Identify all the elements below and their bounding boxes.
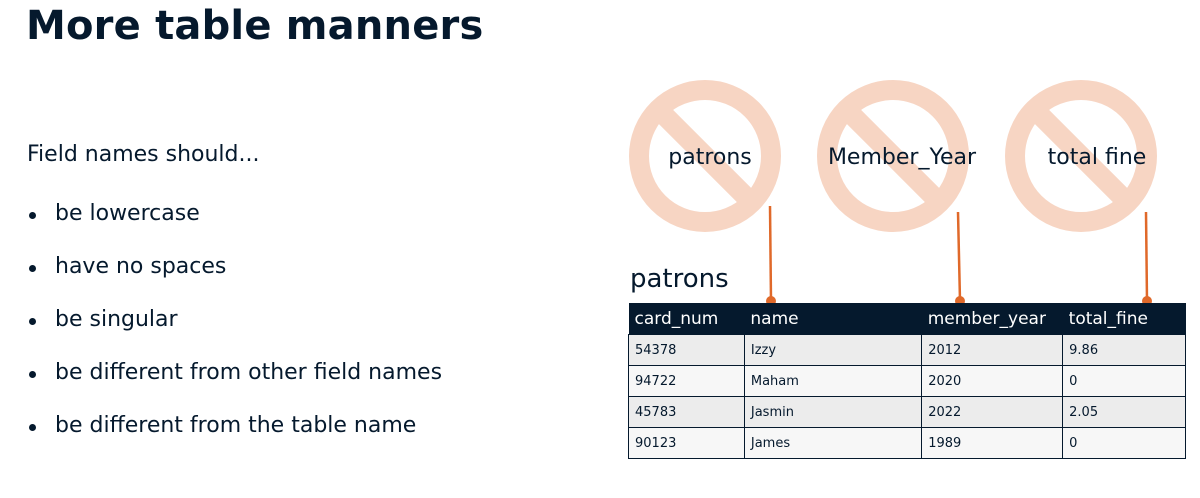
bullet-item: be singular [27,306,442,359]
column-header: name [744,303,922,335]
table-cell: 45783 [628,396,745,428]
table-cell: 2022 [921,396,1064,428]
table-row: 94722 Maham 2020 0 [628,365,1186,397]
patrons-table: card_num name member_year total_fine 543… [628,303,1186,459]
table-cell: 9.86 [1062,334,1186,366]
ban-icon [629,80,781,232]
table-cell: 0 [1062,365,1186,397]
bullet-item: be different from the table name [27,412,442,465]
intro-text: Field names should... [27,142,260,167]
bullet-item: be lowercase [27,200,442,253]
table-cell: Izzy [743,334,923,366]
connector-line [955,211,965,306]
table-cell: 54378 [628,334,745,366]
table-row: 54378 Izzy 2012 9.86 [628,334,1186,366]
column-header: card_num [628,303,745,335]
slide-title: More table manners [26,3,484,49]
ban-icon [1005,80,1157,232]
table-cell: 94722 [628,365,745,397]
table-row: 90123 James 1989 0 [628,427,1186,459]
table-cell: James [743,427,923,459]
table-cell: Maham [743,365,923,397]
table-cell: 1989 [921,427,1064,459]
bullet-list: be lowercase have no spaces be singular … [27,200,442,465]
table-cell: 2012 [921,334,1064,366]
table-cell: 2020 [921,365,1064,397]
table-row: 45783 Jasmin 2022 2.05 [628,396,1186,428]
ban-icon [817,80,969,232]
connector-line [766,205,776,306]
table-cell: Jasmin [743,396,923,428]
table-cell: 2.05 [1062,396,1186,428]
table-cell: 0 [1062,427,1186,459]
column-header: total_fine [1062,303,1186,335]
bad-name-label: Member_Year [828,145,977,170]
table-name: patrons [630,264,729,294]
connector-line [1142,211,1152,306]
table-header-row: card_num name member_year total_fine [628,303,1186,335]
bullet-item: have no spaces [27,253,442,306]
table-cell: 90123 [628,427,745,459]
bullet-item: be different from other field names [27,359,442,412]
bad-name-label: patrons [668,145,752,170]
bad-name-label: total fine [1048,145,1147,170]
column-header: member_year [921,303,1063,335]
